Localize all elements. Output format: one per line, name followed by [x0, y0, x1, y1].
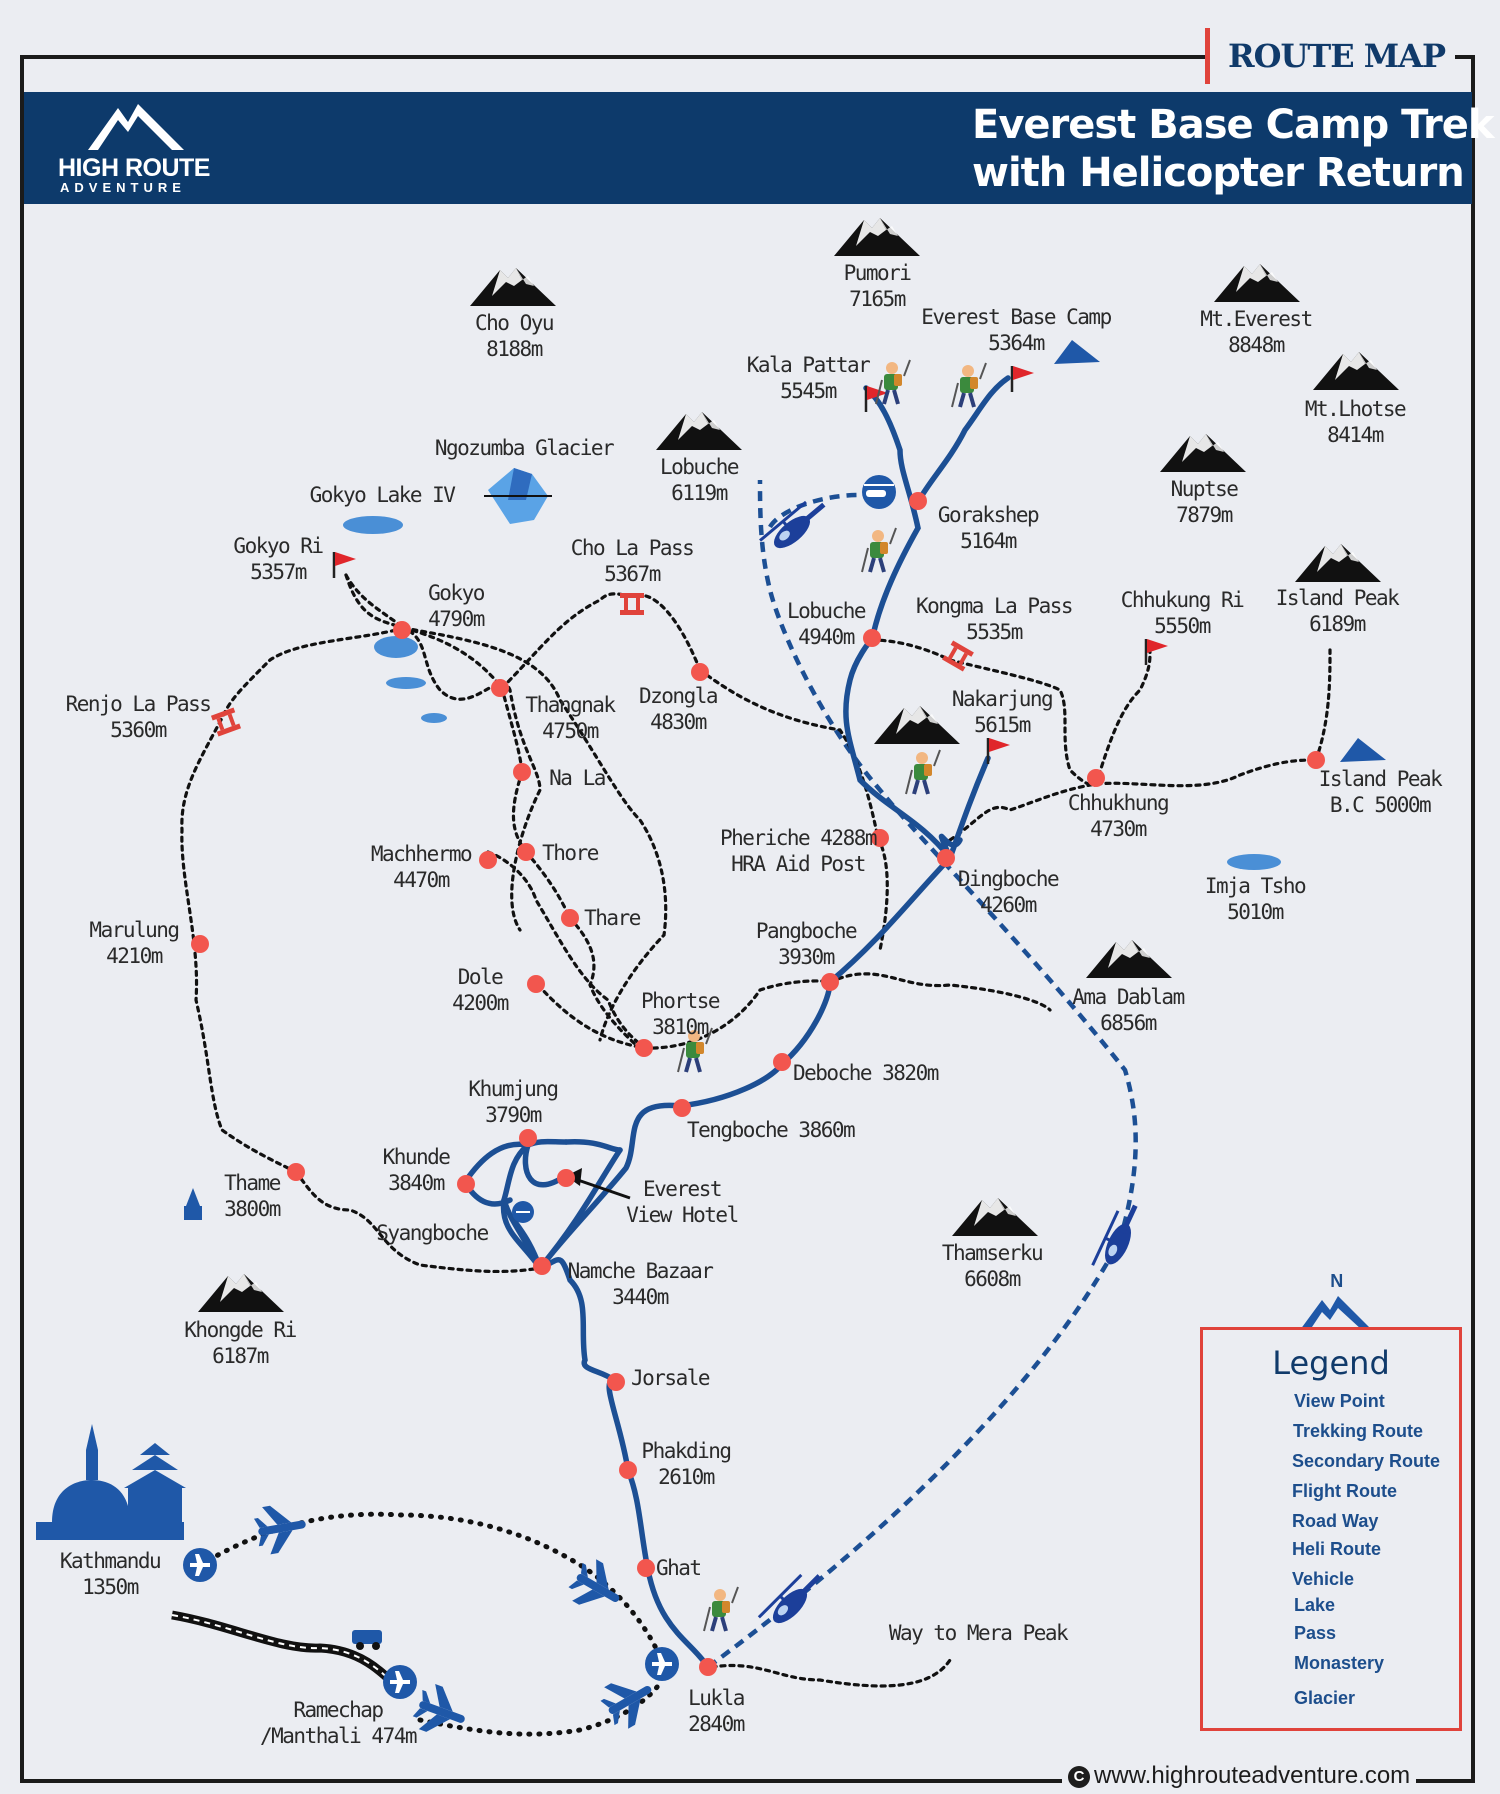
- place-label-ramechap: Ramechap/Manthali 474m: [259, 1698, 418, 1748]
- glacier-icon: [484, 468, 552, 524]
- monastery-icons: [36, 1188, 202, 1540]
- legend-title: Legend: [1272, 1344, 1390, 1382]
- legend-item-road-way: Road Way: [1292, 1511, 1379, 1531]
- road-way: [171, 1610, 404, 1694]
- map-title-line1: Everest Base Camp Trek: [972, 102, 1495, 148]
- lake-icons: [343, 516, 1281, 870]
- place-label-ngozumba-glacier: Ngozumba Glacier: [434, 436, 615, 460]
- brand-subtitle: ADVENTURE: [60, 180, 186, 195]
- legend-item-secondary-route: Secondary Route: [1292, 1451, 1441, 1471]
- legend-item-glacier: Glacier: [1294, 1688, 1356, 1708]
- cho-oyu-mountain-icon: [470, 268, 556, 306]
- island-peak-mountain-icon: [1295, 544, 1381, 582]
- legend-item-lake: Lake: [1294, 1595, 1336, 1615]
- map-title-line2: with Helicopter Return: [972, 150, 1465, 196]
- trekking-route: [461, 375, 1011, 1670]
- pumori-mountain-icon: [834, 218, 920, 256]
- legend-item-trekking-route: Trekking Route: [1293, 1421, 1424, 1441]
- lhotse-mountain-icon: [1313, 352, 1399, 390]
- copyright-icon: C: [1068, 1765, 1090, 1788]
- place-label-tengboche: Tengboche 3860m: [687, 1118, 856, 1142]
- legend-item-view-point: View Point: [1294, 1391, 1385, 1411]
- place-label-way-to-mera-peak: Way to Mera Peak: [888, 1621, 1069, 1645]
- north-label: N: [1330, 1271, 1343, 1291]
- place-label-syangboche: Syangboche: [376, 1221, 489, 1245]
- place-label-jorsale: Jorsale: [631, 1366, 711, 1390]
- legend-item-pass: Pass: [1294, 1623, 1337, 1643]
- place-label-gokyo-lake: Gokyo Lake IV: [309, 483, 456, 507]
- place-label-thore: Thore: [542, 841, 599, 865]
- vehicle-icon: [352, 1630, 382, 1650]
- legend-item-flight-route: Flight Route: [1292, 1481, 1397, 1501]
- stop-dots: [191, 492, 1325, 1676]
- footer-url[interactable]: www.highrouteadventure.com: [1094, 1762, 1411, 1789]
- lobuche-peak-mountain-icon: [656, 412, 742, 450]
- place-label-deboche: Deboche 3820m: [793, 1061, 939, 1085]
- legend-item-vehicle: Vehicle: [1292, 1569, 1355, 1589]
- place-label-na-la: Na La: [549, 766, 606, 790]
- brand-logo-icon: [88, 104, 184, 150]
- brand-name: HIGH ROUTE: [58, 154, 210, 182]
- place-label-ghat: Ghat: [656, 1556, 702, 1580]
- legend-box: Legend: [1200, 1327, 1462, 1731]
- north-arrow-icon: [1300, 1296, 1372, 1330]
- place-label-thare: Thare: [584, 906, 641, 930]
- khongde-ri-mountain-icon: [198, 1274, 284, 1312]
- ama-dablam-mountain-icon: [1086, 940, 1172, 978]
- nakarjung-mountain-icon: [874, 706, 960, 744]
- tent-icons: [1054, 340, 1386, 762]
- nuptse-mountain-icon: [1160, 434, 1246, 472]
- airport-icons: [183, 1201, 679, 1699]
- route-map-tag: ROUTE MAP: [1205, 28, 1455, 84]
- legend-item-heli-route: Heli Route: [1292, 1539, 1382, 1559]
- header-bar: [24, 92, 1472, 204]
- legend-item-monastery: Monastery: [1294, 1653, 1385, 1673]
- everest-mountain-icon: [1214, 264, 1300, 302]
- helicopter-icons: [757, 475, 1147, 1636]
- thamserku-mountain-icon: [952, 1198, 1038, 1236]
